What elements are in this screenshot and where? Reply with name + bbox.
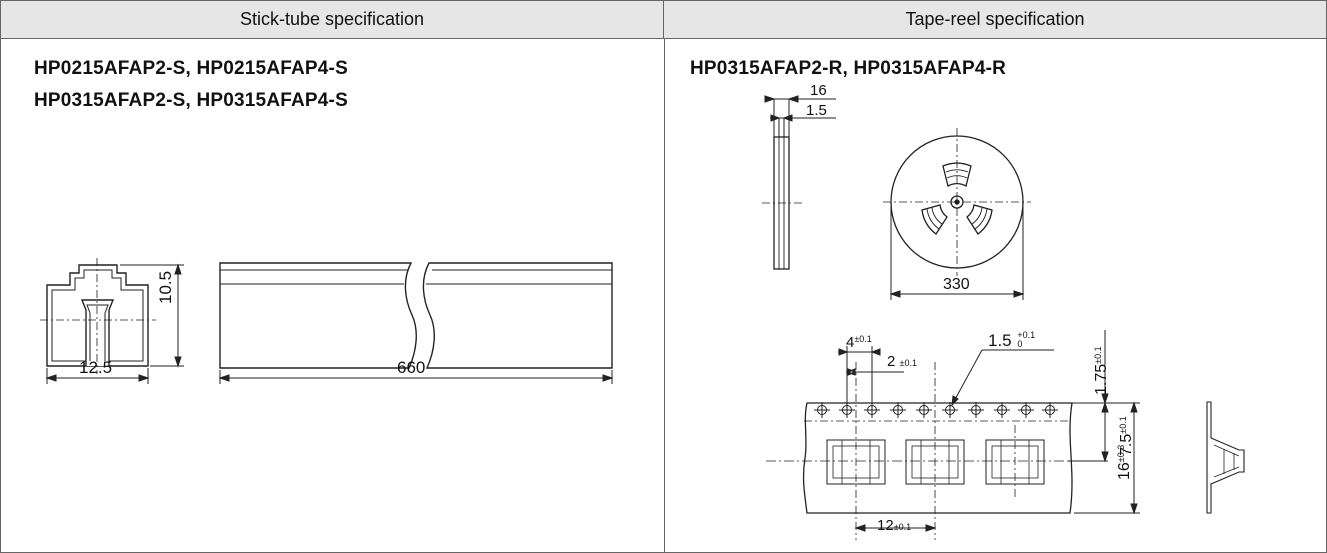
reel-side-view — [762, 136, 802, 270]
sprocket-holes — [814, 402, 1058, 418]
tape-reel-drawing — [762, 95, 1245, 540]
label-hole-to-pocket: 2 ±0.1 — [887, 353, 917, 370]
dim-tube-length — [218, 370, 614, 384]
label-edge-to-hole: 1.75±0.1 — [1093, 346, 1111, 395]
tape-reel-header-label: Tape-reel specification — [905, 9, 1085, 29]
label-pocket-pitch-value: 12 — [877, 517, 894, 534]
label-pocket-pitch-tol: ±0.1 — [893, 522, 912, 532]
label-pocket-pitch: 12±0.1 — [877, 517, 911, 534]
tape-reel-part-numbers: HP0315AFAP2-R, HP0315AFAP4-R — [690, 58, 1007, 79]
reel-front-view — [883, 128, 1031, 276]
label-tape-width: 16±0.3 — [1116, 445, 1134, 480]
label-tape-width-tol: ±0.3 — [1116, 444, 1126, 463]
dim-tube-width — [45, 368, 150, 384]
label-reel-flange: 1.5 — [806, 102, 827, 119]
label-hole-to-pocket-value: 2 — [887, 353, 896, 370]
label-hole-diameter-tol-upper: +0.1 — [1017, 330, 1036, 340]
stick-tube-part-numbers-1: HP0215AFAP2-S, HP0215AFAP4-S — [34, 58, 348, 79]
label-hole-pitch-tol: ±0.1 — [854, 334, 872, 344]
tape-cross-section — [1206, 401, 1245, 514]
label-reel-width: 16 — [810, 82, 827, 99]
carrier-tape — [766, 402, 1094, 514]
label-hole-pitch-value: 4 — [846, 334, 855, 351]
label-hole-to-pocket-tol: ±0.1 — [899, 358, 917, 368]
label-hole-pitch: 4±0.1 — [846, 334, 872, 351]
label-hole-diameter-value: 1.5 — [988, 331, 1012, 350]
stick-tube-header: Stick-tube specification — [1, 1, 664, 39]
tube-side-view — [219, 262, 613, 369]
stick-tube-part-numbers-2: HP0315AFAP2-S, HP0315AFAP4-S — [34, 90, 348, 111]
stick-tube-drawing — [40, 258, 614, 384]
label-edge-to-hole-value: 1.75 — [1093, 363, 1110, 395]
tape-dimension-lines — [838, 330, 1140, 532]
tube-cross-section — [40, 258, 156, 374]
label-edge-to-hole-tol: ±0.1 — [1093, 346, 1103, 364]
label-hole-to-center-tol: ±0.1 — [1118, 416, 1128, 434]
stick-tube-header-label: Stick-tube specification — [239, 9, 425, 29]
label-tape-width-value: 16 — [1116, 462, 1133, 480]
component-pockets — [826, 362, 1045, 540]
dim-reel-width — [764, 95, 836, 137]
tape-reel-header: Tape-reel specification — [664, 1, 1326, 39]
dim-reel-diameter — [889, 204, 1025, 300]
label-reel-diameter: 330 — [943, 276, 970, 293]
label-hole-diameter: 1.5 +0.1 0 — [988, 331, 1035, 351]
label-tube-width: 12.5 — [79, 358, 113, 377]
label-hole-diameter-tol-lower: 0 — [1017, 339, 1023, 349]
column-divider — [664, 38, 665, 553]
label-tube-height: 10.5 — [156, 270, 175, 304]
dim-tube-height — [120, 263, 184, 368]
label-tube-length: 660 — [397, 358, 426, 377]
